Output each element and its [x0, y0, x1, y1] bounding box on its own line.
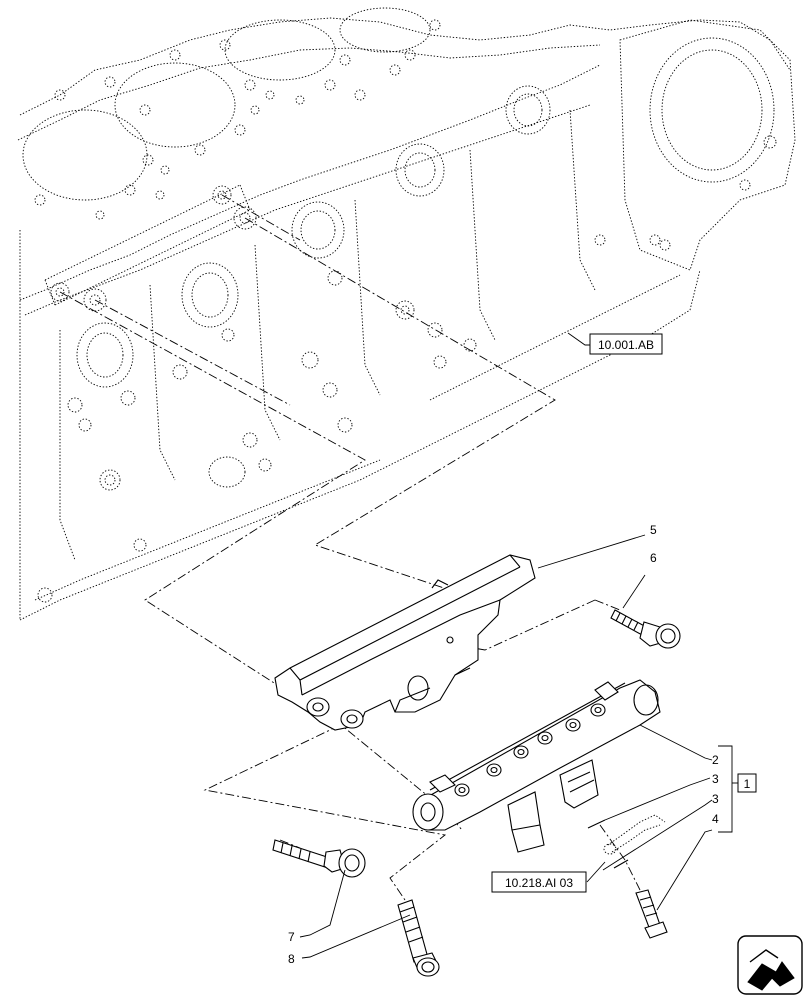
callout-3b: 3: [712, 792, 719, 806]
callout-5: 5: [650, 523, 657, 537]
direction-arrow-icon: [737, 935, 803, 995]
assembly-center-lines: [59, 194, 641, 901]
engine-block: [17, 7, 796, 621]
reference-engine-block-label: 10.001.AB: [598, 338, 654, 352]
bolt-4: [635, 889, 668, 939]
callout-1: 1: [744, 777, 751, 791]
reference-box-injector-line[interactable]: 10.218.AI 03: [491, 871, 587, 893]
bolt-8: [397, 899, 440, 977]
callout-3a: 3: [712, 772, 719, 786]
reference-injector-line-label: 10.218.AI 03: [505, 876, 573, 890]
leader-lines: [299, 332, 738, 959]
callout-7: 7: [288, 930, 295, 944]
common-rail: [412, 679, 661, 853]
bolt-6: [610, 609, 681, 649]
bolt-7: [272, 839, 366, 878]
callout-2: 2: [712, 753, 719, 767]
callout-numbers: 5 6 2 3 3 4 7 8: [288, 523, 719, 966]
seal-parts: [587, 814, 666, 869]
callout-4: 4: [712, 812, 719, 826]
group-box-1: 1: [737, 773, 757, 793]
callout-8: 8: [288, 952, 295, 966]
rail-bracket: [274, 554, 536, 731]
reference-box-engine-block[interactable]: 10.001.AB: [589, 333, 663, 355]
callout-6: 6: [650, 551, 657, 565]
